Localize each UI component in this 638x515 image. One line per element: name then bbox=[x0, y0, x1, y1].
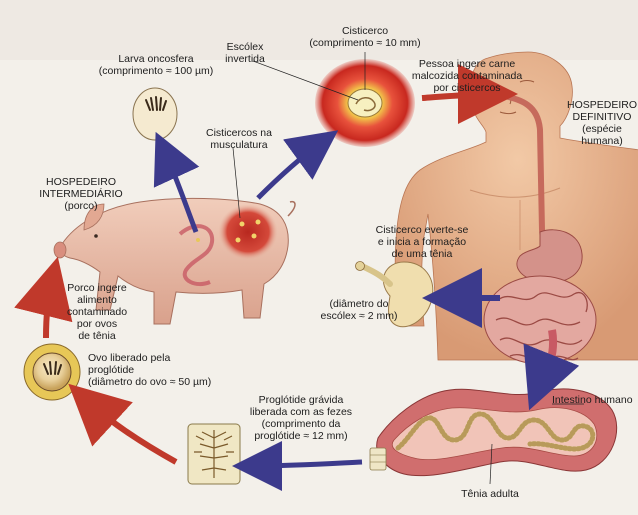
label-cisticerco: Cisticerco(comprimento ≈ 10 mm) bbox=[300, 25, 430, 49]
muscle-cysticerci bbox=[218, 204, 278, 260]
exiting-proglottids bbox=[370, 448, 386, 470]
label-intestino-humano: Intestino humano bbox=[552, 394, 638, 406]
oncosphere-larva bbox=[133, 88, 177, 140]
label-tenia-adulta: Tênia adulta bbox=[450, 488, 530, 500]
taenia-egg bbox=[24, 344, 80, 400]
gravid-proglottid bbox=[188, 424, 240, 484]
larva-in-intestine bbox=[196, 238, 200, 242]
